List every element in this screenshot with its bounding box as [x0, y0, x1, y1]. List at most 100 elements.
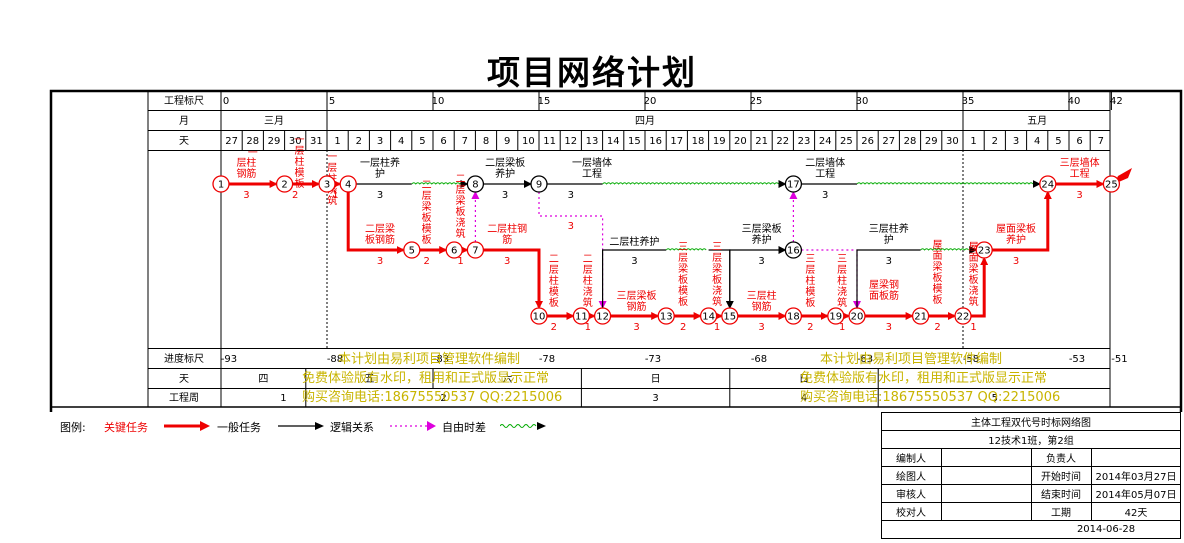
node-number: 5 — [409, 246, 415, 257]
activity-label: 2 — [680, 322, 686, 333]
network-node — [275, 175, 294, 193]
progress-tick: -51 — [1111, 354, 1127, 365]
activity-label: 养护 — [495, 167, 515, 180]
watermark-line1: 本计划由易利项目管理软件编制 — [820, 352, 1002, 367]
activity-vertical-label: 一 — [248, 148, 258, 159]
day-cell: 1 — [970, 136, 976, 147]
day-cell: 3 — [1013, 136, 1019, 147]
activity-arrow — [856, 249, 921, 308]
scale-tick: 40 — [1068, 96, 1081, 107]
day-cell: 5 — [1055, 136, 1061, 147]
day-cell: 25 — [840, 136, 853, 147]
week-label: 工程周 — [169, 392, 199, 404]
activity-label: 1 — [332, 190, 338, 201]
activity-vertical-label: 二层梁板浇筑 — [456, 174, 466, 240]
day-cell: 3 — [377, 136, 383, 147]
day-cell: 9 — [504, 136, 510, 147]
network-node — [403, 241, 421, 259]
day-cell: 13 — [586, 136, 599, 147]
node-number: 13 — [660, 312, 673, 323]
network-node — [339, 175, 357, 193]
activity-label: 3 — [568, 190, 574, 201]
label-char: 柱 — [549, 274, 559, 287]
activity-arrow — [483, 248, 543, 309]
activity-vertical-label: 钢筋 — [889, 278, 899, 302]
day-cell: 28 — [904, 136, 917, 147]
week-cell: 3 — [652, 393, 658, 404]
progress-tick: -78 — [539, 354, 555, 365]
checker-label: 校对人 — [896, 507, 926, 519]
network-node — [593, 307, 612, 325]
watermark-line2: 免费体验版有水印，租用和正式版显示正常 — [302, 370, 549, 386]
activity-label: 工程 — [582, 168, 602, 180]
label-char: 面 — [969, 253, 979, 264]
node-number: 16 — [787, 246, 800, 257]
node-number: 18 — [787, 312, 800, 323]
activity-label: 3 — [504, 256, 510, 267]
label-char: 板 — [678, 295, 688, 308]
label-char: 屋 — [969, 241, 979, 253]
network-node — [721, 307, 739, 325]
week-cell: 2 — [440, 393, 446, 404]
label-char: 模 — [933, 283, 943, 295]
progress-tick: -83 — [433, 354, 449, 365]
day-cell: 4 — [398, 136, 404, 147]
legend-normal-label: 一般任务 — [217, 421, 261, 434]
label-char: 板 — [422, 233, 432, 246]
label-char: 柱 — [583, 274, 593, 287]
label-char: 三 — [712, 242, 722, 253]
label-char: 板 — [879, 289, 889, 302]
day-cell: 4 — [1034, 136, 1040, 147]
title-block-lines — [881, 412, 1181, 539]
day-cell: 30 — [946, 136, 959, 147]
day-cell: 24 — [819, 136, 832, 147]
logic-arrow — [538, 192, 607, 309]
progress-tick: -53 — [1069, 354, 1085, 365]
legend-normal-line — [278, 422, 324, 430]
activity-vertical-label: 一层柱模板 — [294, 135, 304, 190]
network-node — [784, 307, 803, 325]
label-char: 筑 — [712, 295, 722, 308]
network-node — [699, 307, 718, 325]
owner-label: 负责人 — [1046, 453, 1076, 465]
label-char: 层 — [294, 145, 304, 157]
network-node — [784, 241, 803, 259]
network-node — [911, 307, 930, 325]
activity-label: 筋 — [502, 233, 512, 246]
activity-vertical-label: 二层柱模板 — [549, 254, 559, 309]
day-cell: 2 — [992, 136, 998, 147]
label-char: 筑 — [456, 227, 466, 240]
scale-tick: 0 — [223, 96, 229, 107]
day-cell: 17 — [670, 136, 683, 147]
activity-label: 3 — [822, 190, 828, 201]
activity-label: 3 — [886, 256, 892, 267]
weekday-cell: 五 — [364, 374, 374, 385]
network-node — [1102, 175, 1121, 193]
label-char: 层 — [456, 184, 466, 196]
node-number: 17 — [787, 180, 800, 191]
legend-prefix: 图例: — [60, 421, 86, 434]
label-char: 板 — [456, 205, 466, 218]
activity-vertical-label: 二层柱浇筑 — [583, 254, 593, 309]
activity-arrow — [992, 191, 1052, 252]
day-cell: 29 — [925, 136, 938, 147]
drawer-label: 绘图人 — [896, 471, 926, 483]
label-char: 层 — [327, 162, 337, 174]
day-cell: 11 — [543, 136, 556, 147]
network-arrows — [229, 168, 1132, 320]
info-subtitle: 12技术1班，第2组 — [988, 435, 1074, 447]
label-char: 层 — [549, 264, 559, 276]
label-char: 面 — [933, 251, 943, 262]
day-cell: 22 — [776, 136, 789, 147]
label-char: 板 — [805, 296, 815, 309]
activity-label: 1 — [839, 322, 845, 333]
activity-label: 1 — [585, 322, 591, 333]
weekday-cell: 四 — [258, 374, 268, 385]
network-node — [212, 175, 230, 193]
day-cell: 15 — [628, 136, 641, 147]
label-char: 梁 — [422, 200, 432, 213]
activity-label: 二层梁 — [365, 222, 395, 235]
end-value: 2014年05月07日 — [1095, 489, 1177, 501]
